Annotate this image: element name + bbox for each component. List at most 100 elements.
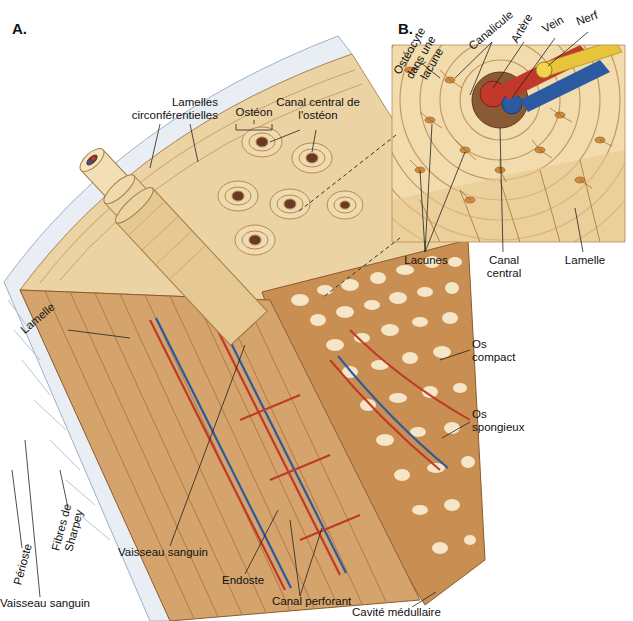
osteon-cylinder-part: [87, 159, 93, 165]
spongy-bone-part-part: [445, 282, 459, 294]
leader-lines-part: [512, 38, 555, 98]
leader-lines-part: [236, 120, 272, 130]
spongy-bone-part: [338, 356, 448, 468]
part-label: Ostéon: [228, 106, 280, 119]
part-label: Canal central: [478, 254, 530, 280]
osteon-cross-sections-part: [249, 133, 275, 151]
spongy-bone-part-part: [310, 314, 326, 326]
spongy-bone-part-part: [402, 352, 418, 364]
part-label: Cavité médullaire: [352, 606, 472, 619]
osteon-cross-sections-part: [334, 197, 356, 213]
spongy-bone-part-part: [453, 383, 467, 393]
spongy-bone-part-part: [461, 456, 475, 468]
spongy-bone-part-part: [464, 535, 476, 545]
spongy-bone-part: [330, 330, 470, 470]
leader-lines-part: [270, 130, 316, 152]
compact-bone-front-part-part: [45, 291, 395, 621]
osteon-cross-sections-part: [270, 189, 310, 219]
osteon-cross-sections-part: [242, 231, 268, 249]
part-label: Périoste: [9, 533, 38, 596]
spongy-bone-part-part: [433, 346, 451, 358]
leader-lines-part: [245, 510, 278, 574]
osteon-cross-sections-part: [232, 191, 244, 201]
spongy-bone-part-part: [444, 499, 460, 511]
spongy-bone-part-part: [370, 272, 386, 284]
spongy-bone-part-part: [448, 257, 462, 267]
osteon-cross-sections-part: [235, 225, 275, 255]
leader-lines: [12, 32, 588, 607]
spongy-bone-part-part: [442, 312, 458, 324]
osteon-cylinder: [69, 138, 267, 345]
leader-lines-part: [12, 470, 22, 548]
osteon-cross-sections-part: [256, 137, 268, 147]
osteon-cross-sections-part: [292, 143, 332, 173]
spongy-bone-part-part: [364, 300, 380, 310]
spongy-bone-part-part: [336, 306, 354, 318]
osteon-cylinder-part: [84, 153, 99, 168]
part-label: Vaisseau sanguin: [118, 546, 230, 559]
osteon-cylinder-part: [116, 188, 267, 345]
osteon-cross-sections: [218, 127, 363, 255]
osteon-cross-sections-part: [218, 181, 258, 211]
spongy-bone-part-part: [376, 434, 394, 446]
osteon-cross-sections-part: [284, 199, 296, 209]
osteon-cross-sections-part: [306, 153, 318, 163]
leader-lines-part: [150, 124, 198, 168]
leader-lines-part: [548, 32, 588, 66]
part-label: Endoste: [222, 574, 282, 587]
leader-lines-part: [420, 124, 465, 252]
osteon-cross-sections-part: [327, 191, 363, 219]
part-label: Vaisseau sanguin: [0, 597, 112, 610]
osteon-cross-sections-part: [242, 127, 282, 157]
leader-lines-part: [412, 592, 436, 607]
inset-bone-detail-part: [392, 150, 625, 242]
compact-bone-front-part: [20, 290, 420, 621]
spongy-bone-part-part: [432, 542, 448, 554]
inset-bone-detail-part-part: [420, 20, 580, 180]
spongy-bone-part-part: [291, 294, 309, 306]
inset-connector-lines-part: [322, 238, 400, 298]
osteon-cross-sections-part: [277, 195, 303, 213]
compact-bone-front-part: [45, 291, 395, 621]
spongy-bone-part-part: [326, 339, 344, 351]
osteon-cross-sections-part: [340, 201, 350, 209]
spongy-bone-part-part: [389, 292, 407, 304]
part-label: Lamelle: [560, 254, 610, 267]
inset-bone-detail-part-part: [340, 0, 633, 260]
leader-lines-part: [170, 345, 245, 546]
leader-lines-part: [68, 330, 130, 338]
leader-lines-part: [290, 520, 322, 596]
spongy-bone-part-part: [389, 393, 407, 403]
part-label: Vein: [535, 10, 571, 38]
spongy-bone-part-part: [394, 469, 410, 481]
panel-letter: A.: [12, 20, 42, 37]
spongy-bone-part-part: [371, 360, 389, 370]
part-label: Os spongieux: [472, 408, 538, 434]
spongy-bone-part-part: [412, 317, 428, 327]
inset-bone-detail-part: [420, 160, 600, 242]
osteon-cylinder-part: [128, 201, 205, 279]
osteon-cylinder-part: [76, 145, 107, 176]
spongy-bone-part-part: [381, 324, 399, 336]
osteon-cylinder-part: [91, 156, 97, 162]
spongy-bone-part-part: [417, 287, 433, 297]
inset-bone-detail-part: [340, 0, 633, 260]
spongy-bone-part-part: [317, 285, 333, 295]
compact-bone-front: [20, 290, 420, 621]
inset-connector-lines: [298, 135, 400, 298]
leader-lines-part: [442, 422, 470, 438]
part-label: Fibres de Sharpey: [47, 495, 89, 564]
part-label: Lamelles circonférentielles: [118, 96, 218, 122]
leader-lines-part: [575, 208, 583, 252]
compact-bone-front-part-part: [240, 395, 360, 540]
spongy-bone-part-part: [412, 505, 428, 515]
spongy-bone-part-part: [396, 265, 414, 275]
inset-bone-detail: [340, 0, 633, 260]
leader-lines-part: [440, 350, 470, 360]
leader-lines-part: [493, 42, 524, 88]
osteon-cross-sections-part: [225, 187, 251, 205]
osteon-cross-sections-part: [249, 235, 261, 245]
part-label: Canal central de l'ostéon: [276, 96, 360, 122]
part-label: Nerf: [569, 7, 605, 31]
